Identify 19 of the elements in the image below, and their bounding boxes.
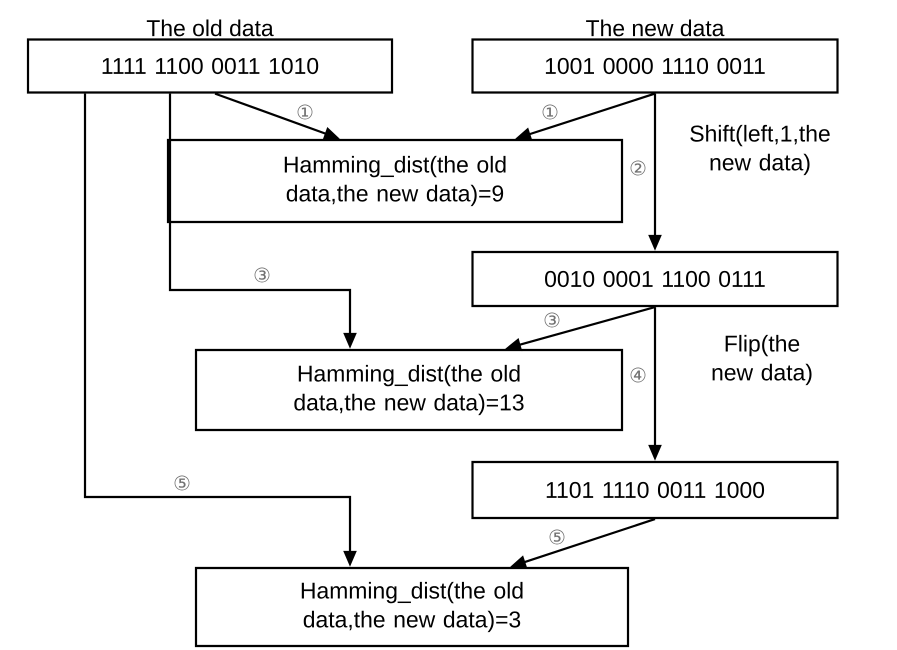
operation-label: Shift(left,1,the new data) xyxy=(690,124,830,176)
step-number: ① xyxy=(296,104,314,120)
step-number: ③ xyxy=(252,267,272,283)
step-number: ⑤ xyxy=(172,475,192,491)
process-box: 0010 0001 1100 0111 xyxy=(471,250,839,308)
step-number: ⑤ xyxy=(548,529,566,545)
process-box: 1101 1110 0011 1000 xyxy=(471,460,839,520)
step-number: ② xyxy=(628,160,648,176)
process-box: Hamming_dist(the old data,the new data)=3 xyxy=(194,566,630,648)
heading: The new data xyxy=(586,19,724,36)
process-box: Hamming_dist(the old data,the new data)=9 xyxy=(166,138,624,224)
step-number: ① xyxy=(540,104,560,120)
heading: The old data xyxy=(146,19,274,36)
process-box: 1111 1100 0011 1010 The old data xyxy=(26,19,394,94)
process-box: Hamming_dist(the old data,the new data)=13 xyxy=(194,348,624,432)
operation-label: Flip(the new data) xyxy=(712,334,812,386)
step-number: ④ xyxy=(628,367,648,383)
step-number: ③ xyxy=(542,312,562,328)
process-box: 1001 0000 1110 0011 The new data xyxy=(471,19,839,94)
